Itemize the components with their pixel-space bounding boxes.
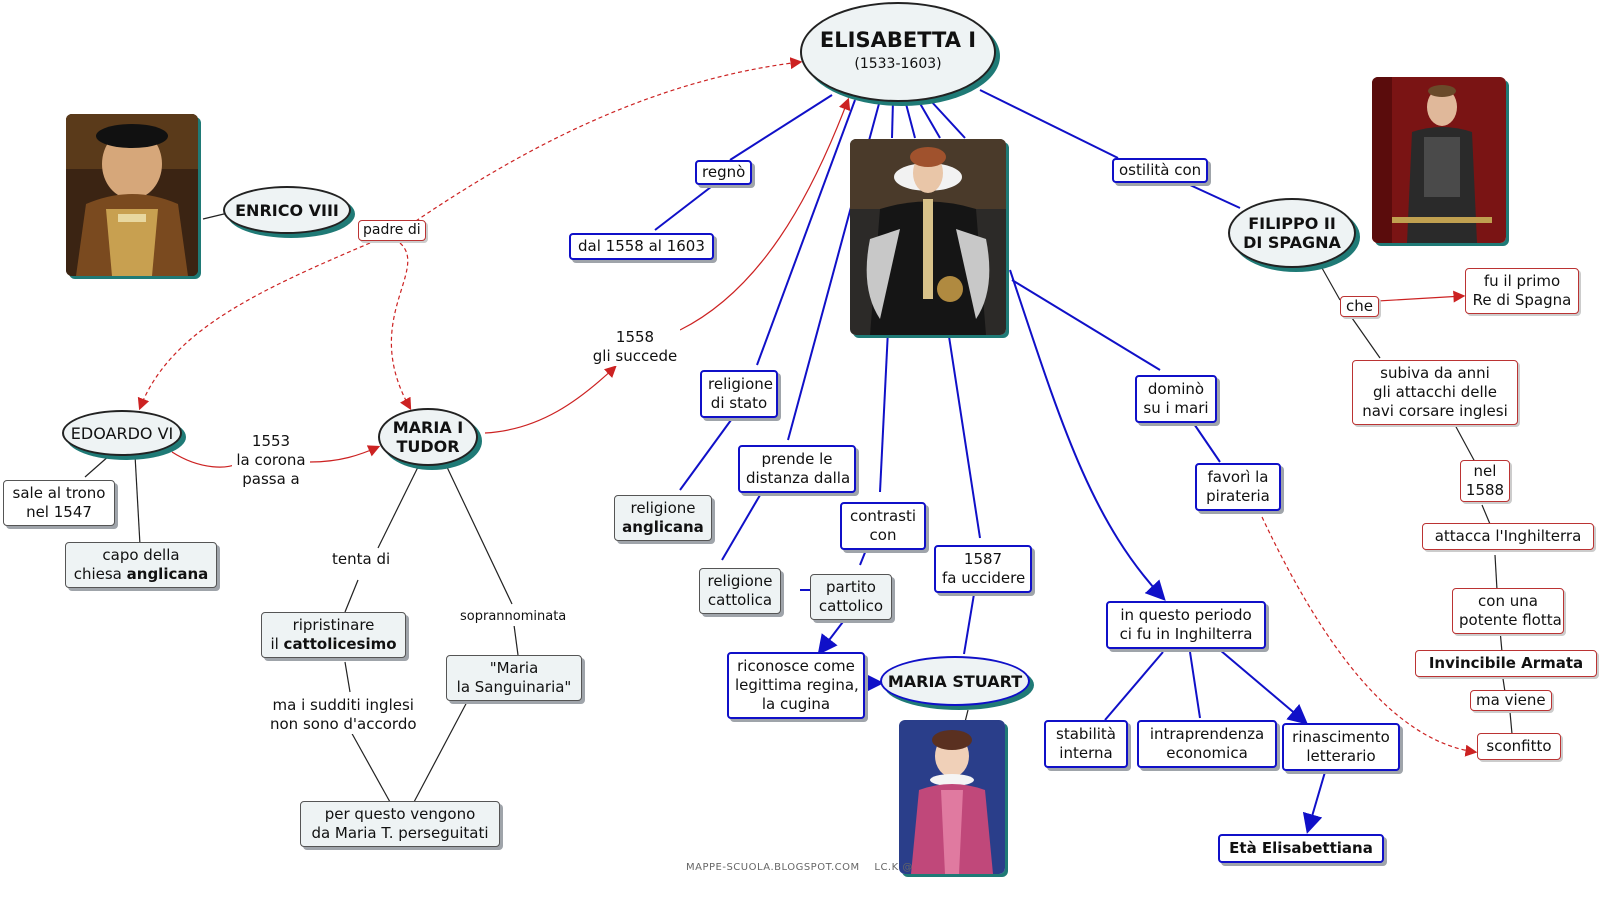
node-maria-tudor: MARIA I TUDOR [378, 408, 478, 466]
node-edoardo-vi: EDOARDO VI [62, 410, 182, 456]
node-sanguinaria: "Maria la Sanguinaria" [446, 655, 582, 701]
link-ostilita-con: ostilità con [1112, 158, 1209, 183]
link-ma-viene: ma viene [1470, 690, 1552, 711]
node-sconfitto: sconfitto [1477, 733, 1561, 760]
node-contrasti-con: contrasti con [840, 502, 926, 550]
label-1553-corona: 1553 la corona passa a [232, 432, 310, 489]
node-riconosce: riconosce come legittima regina, la cugi… [727, 652, 865, 719]
node-maria-stuart: MARIA STUART [880, 656, 1030, 706]
label-tenta-di: tenta di [332, 550, 391, 569]
node-stabilita: stabilità interna [1044, 720, 1128, 768]
node-perseguitati: per questo vengono da Maria T. perseguit… [300, 801, 500, 847]
node-sale-al-trono: sale al trono nel 1547 [3, 480, 115, 526]
main-dates: (1533-1603) [854, 56, 942, 72]
portrait-mary-stuart [899, 720, 1005, 874]
node-religione-anglicana: religione anglicana [614, 495, 712, 541]
node-attacca: attacca l'Inghilterra [1422, 523, 1594, 550]
node-ripristinare: ripristinare il cattolicesimo [261, 612, 406, 658]
portrait-henry-viii [66, 114, 198, 276]
node-religione-di-stato: religione di stato [700, 370, 778, 418]
main-title: ELISABETTA I [819, 28, 977, 52]
edoardo-label: EDOARDO VI [70, 423, 174, 443]
link-nel-1588: nel 1588 [1460, 460, 1510, 502]
label-soprannominata: soprannominata [460, 607, 567, 626]
portrait-elizabeth-i [850, 139, 1006, 335]
portrait-philip-ii [1372, 77, 1506, 243]
footer-credit: MAPPE-SCUOLA.BLOGSPOT.COM LC.K @ [686, 862, 913, 873]
node-primo-re: fu il primo Re di Spagna [1465, 268, 1579, 314]
node-in-questo-periodo: in questo periodo ci fu in Inghilterra [1106, 601, 1266, 649]
node-domino-mari: dominò su i mari [1135, 375, 1217, 423]
node-enrico-viii: ENRICO VIII [223, 186, 351, 234]
link-con-una-flotta: con una potente flotta [1452, 588, 1564, 634]
label-1558-succede: 1558 gli succede [590, 328, 680, 366]
label-sudditi: ma i sudditi inglesi non sono d'accordo [270, 696, 417, 734]
node-intraprendenza: intraprendenza economica [1137, 720, 1277, 768]
node-invincibile-armata: Invincibile Armata [1415, 650, 1597, 677]
link-padre-di: padre di [358, 220, 426, 241]
enrico-label: ENRICO VIII [235, 200, 339, 220]
link-regno: regnò [695, 160, 753, 185]
node-subiva: subiva da anni gli attacchi delle navi c… [1352, 360, 1518, 425]
node-prende-distanza: prende le distanza dalla [738, 445, 856, 493]
node-filippo-ii: FILIPPO II DI SPAGNA [1228, 198, 1356, 268]
main-node-elisabetta: ELISABETTA I (1533-1603) [800, 2, 996, 102]
node-1587-uccidere: 1587 fa uccidere [934, 545, 1032, 593]
node-partito-cattolico: partito cattolico [810, 574, 892, 620]
link-che: che [1340, 296, 1379, 317]
node-eta-elisabettiana: Età Elisabettiana [1218, 834, 1384, 863]
node-capo-chiesa: capo della chiesa anglicana [65, 542, 217, 588]
node-dal-1558: dal 1558 al 1603 [569, 233, 714, 260]
node-religione-cattolica: religione cattolica [699, 568, 781, 614]
node-rinascimento: rinascimento letterario [1282, 723, 1400, 771]
node-pirateria: favorì la pirateria [1195, 463, 1281, 511]
